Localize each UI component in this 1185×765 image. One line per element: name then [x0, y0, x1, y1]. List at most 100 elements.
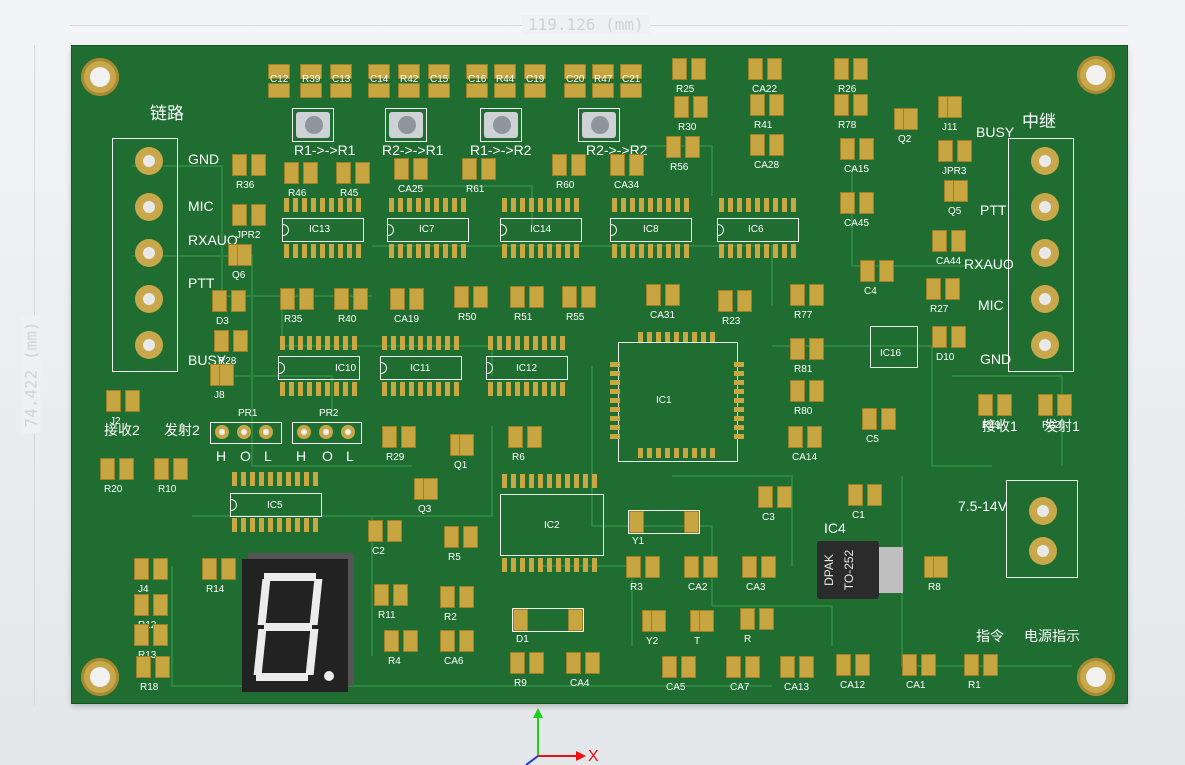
terminal-pin[interactable] — [1029, 537, 1057, 565]
component-pads[interactable] — [944, 180, 968, 204]
component-pads[interactable] — [840, 192, 874, 214]
component-pads[interactable] — [368, 64, 390, 98]
component-pads[interactable] — [228, 244, 252, 268]
component-pads[interactable] — [610, 154, 644, 176]
ic-chip[interactable] — [282, 218, 364, 242]
component-pads[interactable] — [848, 484, 882, 506]
terminal-pin[interactable] — [135, 147, 163, 175]
terminal-pin[interactable] — [135, 193, 163, 221]
component-pads[interactable] — [938, 96, 962, 120]
component-pads[interactable] — [374, 584, 408, 606]
qfp-chip[interactable] — [618, 342, 738, 462]
component-pads[interactable] — [210, 364, 234, 388]
component-pads[interactable] — [758, 486, 792, 508]
component-pads[interactable] — [564, 64, 586, 98]
component-pads[interactable] — [232, 204, 266, 226]
component-pads[interactable] — [268, 64, 290, 98]
component-pads[interactable] — [214, 330, 248, 352]
component-pads[interactable] — [336, 162, 370, 184]
pcb-board[interactable]: 链路 中继 GND MIC RXAUO PTT BUSY BUSY PTT RX… — [72, 46, 1127, 703]
component-pads[interactable] — [932, 326, 966, 348]
terminal-pin[interactable] — [135, 285, 163, 313]
component-pads[interactable] — [382, 426, 416, 448]
pin-header-pr2[interactable] — [292, 422, 362, 444]
dpak-regulator[interactable]: DPAK TO-252 — [817, 541, 903, 599]
component-pads[interactable] — [860, 260, 894, 282]
component-pads[interactable] — [750, 94, 784, 116]
component-pads[interactable] — [390, 288, 424, 310]
component-pads[interactable] — [384, 630, 418, 652]
terminal-pin[interactable] — [1029, 497, 1057, 525]
component-pads[interactable] — [834, 94, 868, 116]
component-pads[interactable] — [524, 64, 546, 98]
component-pads[interactable] — [1038, 394, 1072, 416]
component-pads[interactable] — [566, 652, 600, 674]
component-pads[interactable] — [440, 586, 474, 608]
component-pads[interactable] — [926, 278, 960, 300]
component-pads[interactable] — [978, 394, 1012, 416]
component-pads[interactable] — [394, 158, 428, 180]
component-pads[interactable] — [300, 64, 322, 98]
ic-chip[interactable] — [486, 356, 568, 380]
ic-chip[interactable] — [380, 356, 462, 380]
terminal-pin[interactable] — [135, 331, 163, 359]
component-pads[interactable] — [510, 652, 544, 674]
ic-chip[interactable] — [870, 326, 918, 368]
component-pads[interactable] — [790, 338, 824, 360]
component-pads[interactable] — [508, 426, 542, 448]
component-pads[interactable] — [626, 556, 660, 578]
component-pads[interactable] — [894, 108, 918, 132]
component-pads[interactable] — [414, 478, 438, 502]
component-pads[interactable] — [964, 654, 998, 676]
potentiometer[interactable] — [292, 108, 334, 142]
component-pads[interactable] — [788, 426, 822, 448]
ic-chip[interactable] — [230, 493, 322, 517]
component-pads[interactable] — [750, 134, 784, 156]
component-pads[interactable] — [512, 608, 584, 632]
component-pads[interactable] — [100, 458, 134, 480]
component-pads[interactable] — [444, 526, 478, 548]
terminal-pin[interactable] — [1031, 239, 1059, 267]
component-pads[interactable] — [666, 136, 700, 158]
component-pads[interactable] — [902, 654, 936, 676]
component-pads[interactable] — [938, 140, 972, 162]
component-pads[interactable] — [202, 558, 236, 580]
component-pads[interactable] — [836, 654, 870, 676]
component-pads[interactable] — [154, 458, 188, 480]
component-pads[interactable] — [674, 96, 708, 118]
terminal-pin[interactable] — [1031, 331, 1059, 359]
component-pads[interactable] — [368, 520, 402, 542]
component-pads[interactable] — [562, 286, 596, 308]
component-pads[interactable] — [790, 380, 824, 402]
component-pads[interactable] — [628, 510, 700, 534]
ic-chip[interactable] — [278, 356, 360, 380]
component-pads[interactable] — [684, 556, 718, 578]
component-pads[interactable] — [134, 558, 168, 580]
ic-chip[interactable] — [500, 494, 604, 556]
component-pads[interactable] — [466, 64, 488, 98]
component-pads[interactable] — [646, 284, 680, 306]
component-pads[interactable] — [212, 290, 246, 312]
terminal-pin[interactable] — [135, 239, 163, 267]
component-pads[interactable] — [280, 288, 314, 310]
component-pads[interactable] — [718, 290, 752, 312]
component-pads[interactable] — [748, 58, 782, 80]
component-pads[interactable] — [840, 138, 874, 160]
component-pads[interactable] — [454, 286, 488, 308]
component-pads[interactable] — [494, 64, 516, 98]
terminal-pin[interactable] — [1031, 285, 1059, 313]
component-pads[interactable] — [284, 162, 318, 184]
component-pads[interactable] — [862, 408, 896, 430]
link-terminal-block[interactable] — [112, 138, 178, 372]
relay-terminal-block[interactable] — [1008, 138, 1074, 372]
component-pads[interactable] — [440, 630, 474, 652]
component-pads[interactable] — [662, 656, 696, 678]
component-pads[interactable] — [510, 286, 544, 308]
component-pads[interactable] — [924, 556, 948, 580]
ic-chip[interactable] — [387, 218, 469, 242]
component-pads[interactable] — [134, 594, 168, 616]
component-pads[interactable] — [790, 284, 824, 306]
terminal-pin[interactable] — [1031, 147, 1059, 175]
component-pads[interactable] — [106, 390, 140, 412]
ic-chip[interactable] — [500, 218, 582, 242]
